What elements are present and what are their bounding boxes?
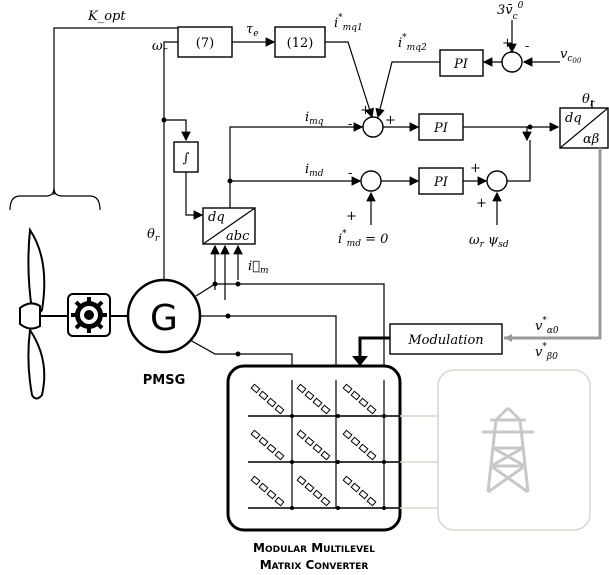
converter-arm-cell [342,383,386,418]
svg-text:+: + [502,36,513,51]
pi-block-id [418,167,464,195]
wind-turbine-blade-icon [19,227,68,400]
i-mq2-label: i*mq2 [398,33,427,53]
gearbox-icon [67,293,111,337]
converter-arm-cell [342,429,386,464]
svg-text:+: + [360,103,371,118]
converter-arm-cell [250,383,294,418]
v-alpha0-label: v*α0 [535,316,559,336]
vc0-ref-label: 3v̄c0 [497,1,524,22]
svg-text:-: - [348,117,352,132]
v-beta0-label: v*β0 [535,342,558,362]
pi-block-vc [439,49,484,77]
turbine-brace [9,187,101,211]
svg-text:αβ: αβ [583,132,599,147]
omega-psi-label: ωr ψsd [469,233,509,250]
svg-text:dq: dq [565,111,582,126]
svg-text:Modulation: Modulation [407,333,483,348]
tau-e-label: τe [246,22,259,39]
i-mq1-label: i*mq1 [334,13,363,33]
svg-text:+: + [385,113,396,128]
sum-vd [486,170,508,192]
svg-text:abc: abc [226,229,250,244]
transmission-tower-icon [482,406,534,494]
converter-label-line1: MODULAR MULTILEVEL [253,541,375,555]
svg-text:+: + [476,196,487,211]
modulation-block [389,323,503,355]
svg-text:+: + [470,161,481,176]
kopt-label: K_opt [87,9,126,24]
converter-arm-cell [342,475,386,510]
svg-text:PI: PI [453,57,469,72]
svg-text:-: - [348,166,352,181]
grid-box [437,369,591,531]
omega-r-line [163,41,178,280]
sum-imq [362,116,384,138]
svg-text:+: + [346,209,357,224]
converter-arm-cell [250,475,294,510]
sum-imd [360,170,382,192]
block-eq12-label: (12) [287,36,314,51]
svg-text:-: - [525,39,529,54]
block-eq7-label: (7) [196,36,214,51]
i-md-label: imd [305,162,324,179]
i-md-ref-label: i*md = 0 [338,229,388,249]
v-c00-label: vc00 [560,47,582,65]
converter-arm-cell [296,475,340,510]
svg-text:PI: PI [433,175,449,190]
svg-text:PI: PI [433,121,449,136]
sum-vc [501,51,523,73]
svg-text:∫: ∫ [183,151,190,166]
i-mq-label: imq [305,110,324,127]
theta-r-top-label: θr [582,92,595,109]
converter-arm-cell [296,383,340,418]
converter-arm-cell [250,429,294,464]
converter-arm-cell [296,429,340,464]
pmsg-label: PMSG [143,373,186,388]
pi-block-iq [418,113,464,141]
svg-text:dq: dq [208,210,225,225]
vref-line [504,148,602,340]
converter-label-line2: MATRIX CONVERTER [260,558,369,572]
generator-label: G [150,298,178,339]
theta-r-left-label: θr [147,227,160,244]
converter-cells [248,380,438,510]
i-m-label: i⃗m [248,259,269,276]
